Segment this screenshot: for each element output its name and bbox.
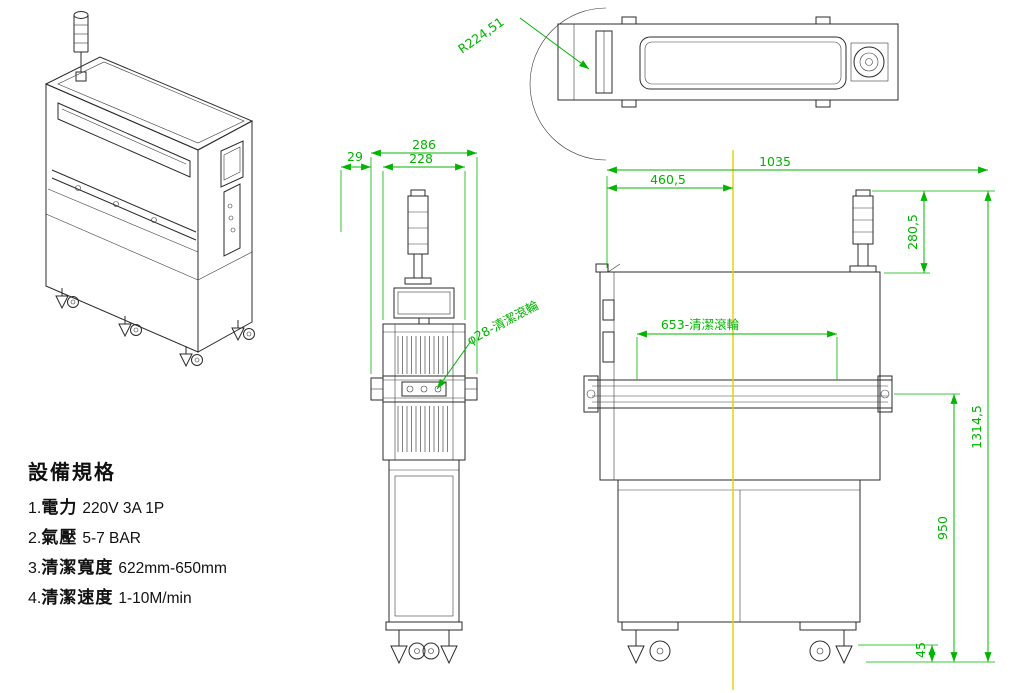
spec-value: 5-7 BAR: [82, 530, 141, 547]
spec-label: 電力: [41, 498, 78, 517]
spec-value: 622mm-650mm: [118, 560, 227, 577]
spec-label: 清潔速度: [41, 588, 114, 607]
spec-num: 2.: [28, 530, 42, 547]
front-view: [370, 189, 478, 665]
dim-side-total-length: 1035: [759, 154, 791, 169]
side-view: [583, 189, 893, 665]
dim-front-roller: φ28-清潔滾輪: [464, 297, 541, 347]
dim-roller-span: 653-清潔滾輪: [661, 317, 740, 332]
dim-front-offset: 29: [347, 149, 363, 164]
isometric-view: [44, 11, 255, 368]
dim-front-inner-width: 228: [409, 151, 433, 166]
spec-label: 氣壓: [41, 528, 78, 547]
dim-conveyor-height: 950: [935, 516, 950, 540]
dim-tower-height: 280,5: [905, 214, 920, 250]
spec-value: 1-10M/min: [118, 590, 192, 607]
dim-total-height: 1314,5: [969, 405, 984, 449]
spec-num: 3.: [28, 560, 42, 577]
spec-label: 清潔寬度: [41, 558, 114, 577]
dim-side-center-offset: 460,5: [650, 172, 686, 187]
spec-num: 4.: [28, 590, 42, 607]
dim-foot-height: 45: [913, 642, 928, 658]
top-view: [529, 7, 899, 161]
spec-title: 設備規格: [28, 462, 116, 484]
dim-door-radius: R224,51: [455, 14, 507, 56]
spec-num: 1.: [28, 500, 42, 517]
spec-value: 220V 3A 1P: [82, 500, 165, 517]
dim-front-outer-width: 286: [412, 137, 436, 152]
